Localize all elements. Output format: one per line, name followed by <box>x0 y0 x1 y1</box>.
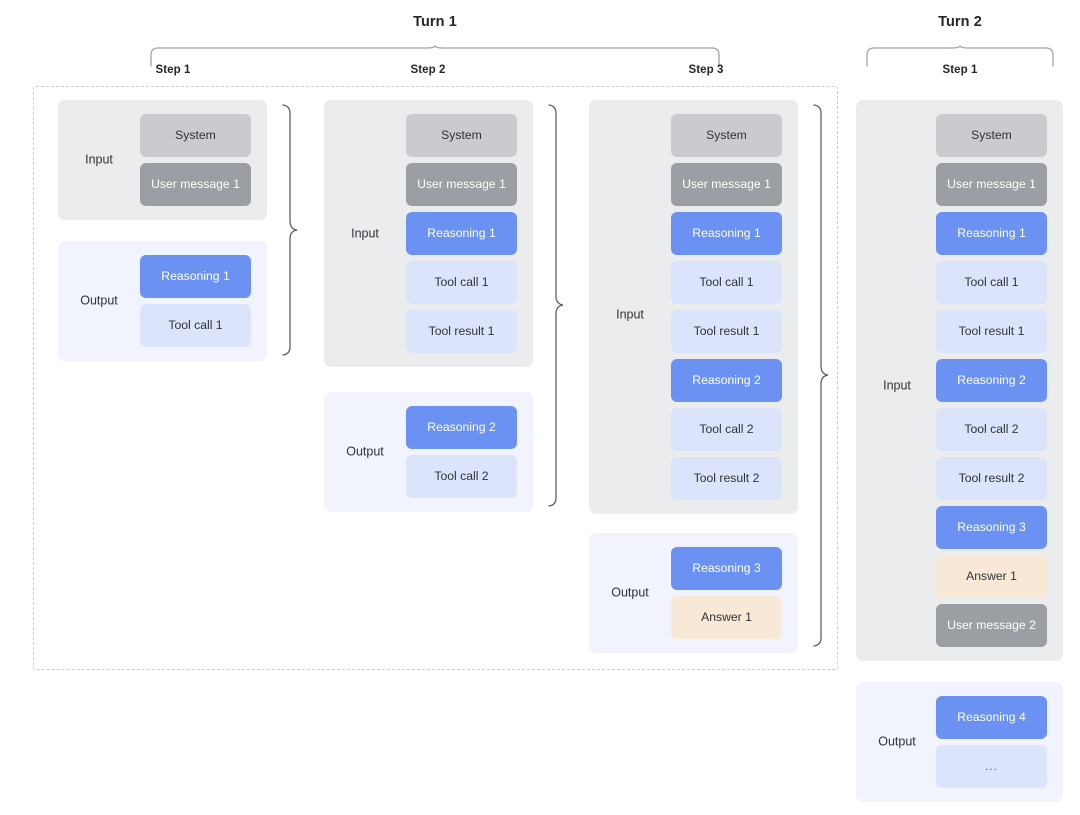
pill-reasoning-2[interactable]: Reasoning 2 <box>406 406 517 449</box>
turn-2-title: Turn 2 <box>938 14 982 30</box>
pill-system[interactable]: System <box>671 114 782 157</box>
pill-tool-call-2[interactable]: Tool call 2 <box>671 408 782 451</box>
pill-user-message-1[interactable]: User message 1 <box>140 163 251 206</box>
turn2-step1-input-panel: Input System User message 1 Reasoning 1 … <box>856 100 1063 661</box>
turn-1-brace <box>150 45 720 67</box>
pill-reasoning-1[interactable]: Reasoning 1 <box>406 212 517 255</box>
turn1-step2-output-label: Output <box>346 444 384 459</box>
turn1-step1-output-label: Output <box>80 293 118 308</box>
pill-answer-1[interactable]: Answer 1 <box>671 596 782 639</box>
turn1-step3-output-items: Reasoning 3 Answer 1 <box>671 547 782 639</box>
pill-reasoning-3[interactable]: Reasoning 3 <box>936 506 1047 549</box>
step-title-turn1-step3: Step 3 <box>688 64 724 76</box>
turn2-step1-output-items: Reasoning 4 ... <box>936 696 1047 788</box>
pill-user-message-1[interactable]: User message 1 <box>671 163 782 206</box>
pill-reasoning-1[interactable]: Reasoning 1 <box>671 212 782 255</box>
pill-user-message-2[interactable]: User message 2 <box>936 604 1047 647</box>
connector-brace-step1-step2 <box>281 104 303 356</box>
pill-tool-call-1[interactable]: Tool call 1 <box>406 261 517 304</box>
pill-ellipsis[interactable]: ... <box>936 745 1047 788</box>
connector-brace-turn1-turn2 <box>812 104 834 647</box>
turn2-step1-input-items: System User message 1 Reasoning 1 Tool c… <box>936 114 1047 647</box>
pill-tool-call-1[interactable]: Tool call 1 <box>936 261 1047 304</box>
turn1-step1-output-items: Reasoning 1 Tool call 1 <box>140 255 251 347</box>
pill-system[interactable]: System <box>406 114 517 157</box>
turn2-step1-input-label: Input <box>883 378 911 393</box>
pill-system[interactable]: System <box>936 114 1047 157</box>
pill-user-message-1[interactable]: User message 1 <box>406 163 517 206</box>
pill-tool-call-1[interactable]: Tool call 1 <box>671 261 782 304</box>
turn1-step3-input-panel: Input System User message 1 Reasoning 1 … <box>589 100 798 514</box>
turn1-step3-output-label: Output <box>611 585 649 600</box>
turn1-step2-output-items: Reasoning 2 Tool call 2 <box>406 406 517 498</box>
turn1-step3-input-label: Input <box>616 307 644 322</box>
pill-reasoning-4[interactable]: Reasoning 4 <box>936 696 1047 739</box>
pill-reasoning-3[interactable]: Reasoning 3 <box>671 547 782 590</box>
pill-reasoning-2[interactable]: Reasoning 2 <box>671 359 782 402</box>
pill-tool-call-1[interactable]: Tool call 1 <box>140 304 251 347</box>
pill-tool-call-2[interactable]: Tool call 2 <box>936 408 1047 451</box>
turn1-step1-input-items: System User message 1 <box>140 114 251 206</box>
turn1-step1-input-panel: Input System User message 1 <box>58 100 267 220</box>
turn1-step1-output-panel: Output Reasoning 1 Tool call 1 <box>58 241 267 361</box>
pill-system[interactable]: System <box>140 114 251 157</box>
step-title-turn1-step2: Step 2 <box>410 64 446 76</box>
step-title-turn2-step1: Step 1 <box>942 64 978 76</box>
turn2-step1-output-panel: Output Reasoning 4 ... <box>856 682 1063 802</box>
pill-reasoning-1[interactable]: Reasoning 1 <box>936 212 1047 255</box>
pill-tool-call-2[interactable]: Tool call 2 <box>406 455 517 498</box>
turn2-step1-output-label: Output <box>878 734 916 749</box>
pill-tool-result-2[interactable]: Tool result 2 <box>671 457 782 500</box>
turn-1-title: Turn 1 <box>413 14 457 30</box>
turn1-step3-output-panel: Output Reasoning 3 Answer 1 <box>589 533 798 653</box>
pill-answer-1[interactable]: Answer 1 <box>936 555 1047 598</box>
connector-brace-step2-step3 <box>547 104 569 507</box>
turn-1-region-outline <box>33 86 838 670</box>
turn1-step2-input-items: System User message 1 Reasoning 1 Tool c… <box>406 114 517 353</box>
pill-reasoning-1[interactable]: Reasoning 1 <box>140 255 251 298</box>
pill-tool-result-1[interactable]: Tool result 1 <box>406 310 517 353</box>
turn1-step2-output-panel: Output Reasoning 2 Tool call 2 <box>324 392 533 512</box>
turn1-step1-input-label: Input <box>85 152 113 167</box>
turn1-step2-input-panel: Input System User message 1 Reasoning 1 … <box>324 100 533 367</box>
turn-2-brace <box>866 45 1054 67</box>
pill-tool-result-1[interactable]: Tool result 1 <box>671 310 782 353</box>
turn1-step2-input-label: Input <box>351 226 379 241</box>
step-title-turn1-step1: Step 1 <box>155 64 191 76</box>
turn1-step3-input-items: System User message 1 Reasoning 1 Tool c… <box>671 114 782 500</box>
pill-tool-result-1[interactable]: Tool result 1 <box>936 310 1047 353</box>
pill-user-message-1[interactable]: User message 1 <box>936 163 1047 206</box>
pill-tool-result-2[interactable]: Tool result 2 <box>936 457 1047 500</box>
pill-reasoning-2[interactable]: Reasoning 2 <box>936 359 1047 402</box>
